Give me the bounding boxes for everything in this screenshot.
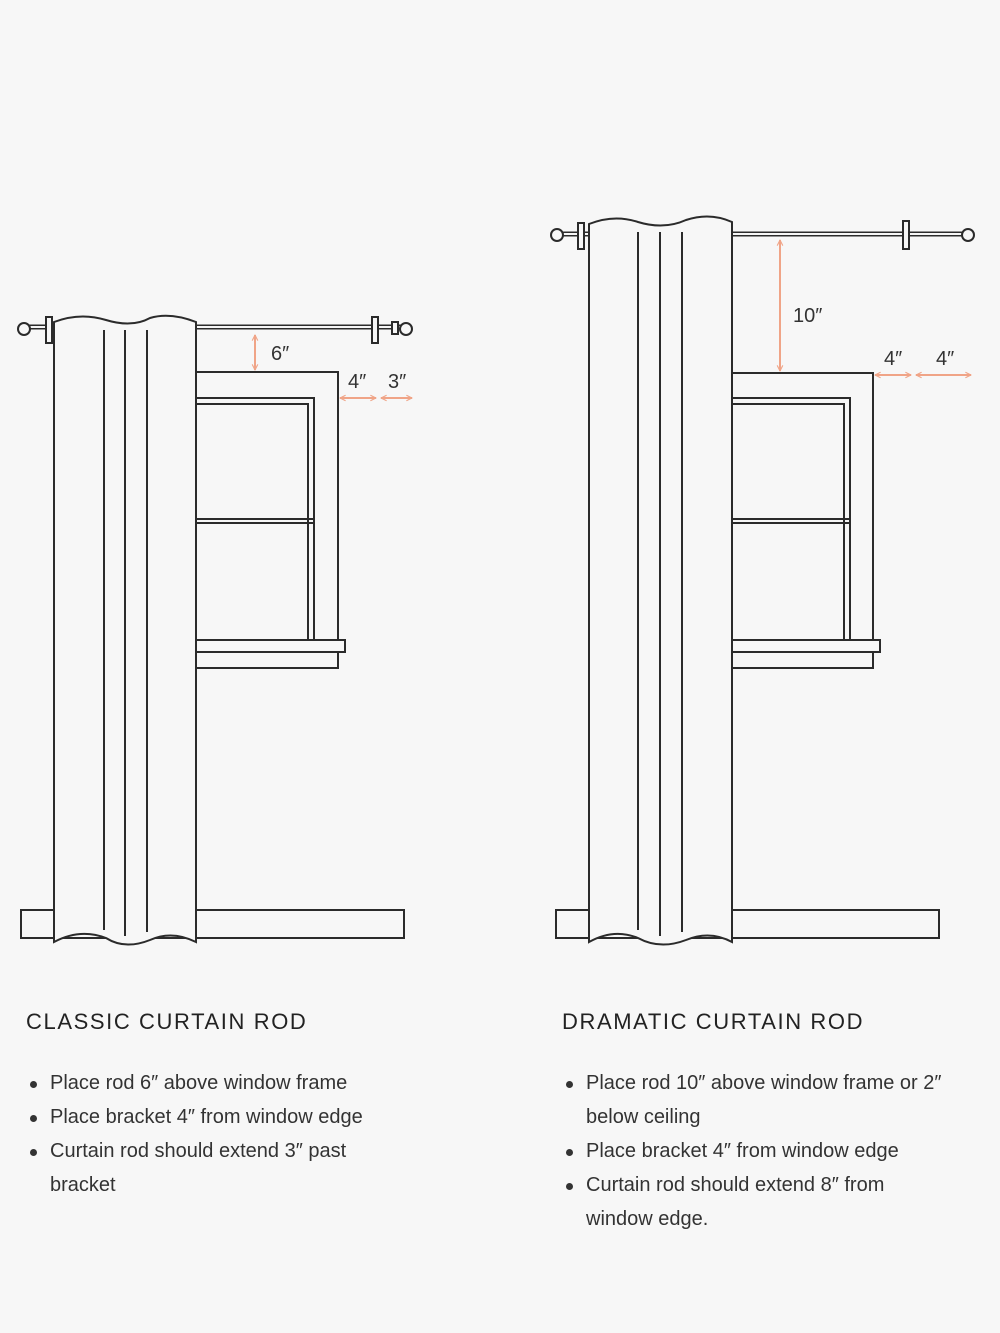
dramatic-rod-height-label: 10″ [793, 305, 822, 327]
dramatic-bracket-label: 4″ [884, 348, 902, 370]
dramatic-measurements [780, 240, 971, 375]
dramatic-finial-left [550, 228, 564, 242]
dramatic-illustration [550, 215, 975, 946]
classic-extension-label: 3″ [388, 371, 406, 393]
dramatic-finial-right [961, 228, 975, 242]
dramatic-panel: DRAMATIC CURTAIN ROD Place rod 10″ above… [562, 1008, 992, 1236]
dramatic-bracket-left [577, 222, 585, 250]
classic-bracket-label: 4″ [348, 371, 366, 393]
dramatic-bullet-list: Place rod 10″ above window frame or 2″ b… [562, 1066, 992, 1236]
classic-panel: CLASSIC CURTAIN ROD Place rod 6″ above w… [26, 1008, 456, 1202]
classic-title: CLASSIC CURTAIN ROD [26, 1009, 308, 1034]
classic-finial-right [399, 322, 413, 336]
dramatic-title: DRAMATIC CURTAIN ROD [562, 1009, 865, 1034]
classic-measurements [255, 335, 412, 398]
dramatic-extension-label: 4″ [936, 348, 954, 370]
classic-finial-left [17, 322, 31, 336]
classic-bullet-3: Curtain rod should extend 3″ past bracke… [26, 1134, 410, 1202]
curtain-rod-diagram: 6″ 4″ 3″ 10″ 4″ 4″ [17, 215, 975, 946]
classic-bracket-left [45, 316, 53, 344]
classic-bracket-right [371, 316, 379, 344]
dramatic-bullet-3: Curtain rod should extend 8″ from window… [562, 1168, 946, 1236]
classic-bullet-2: Place bracket 4″ from window edge [26, 1100, 456, 1134]
classic-illustration [17, 314, 413, 946]
dramatic-bracket-right [902, 220, 910, 250]
dramatic-bullet-1: Place rod 10″ above window frame or 2″ b… [562, 1066, 966, 1134]
classic-rod-height-label: 6″ [271, 343, 289, 365]
classic-bullet-list: Place rod 6″ above window frame Place br… [26, 1066, 456, 1202]
dramatic-bullet-2: Place bracket 4″ from window edge [562, 1134, 992, 1168]
classic-bullet-1: Place rod 6″ above window frame [26, 1066, 456, 1100]
